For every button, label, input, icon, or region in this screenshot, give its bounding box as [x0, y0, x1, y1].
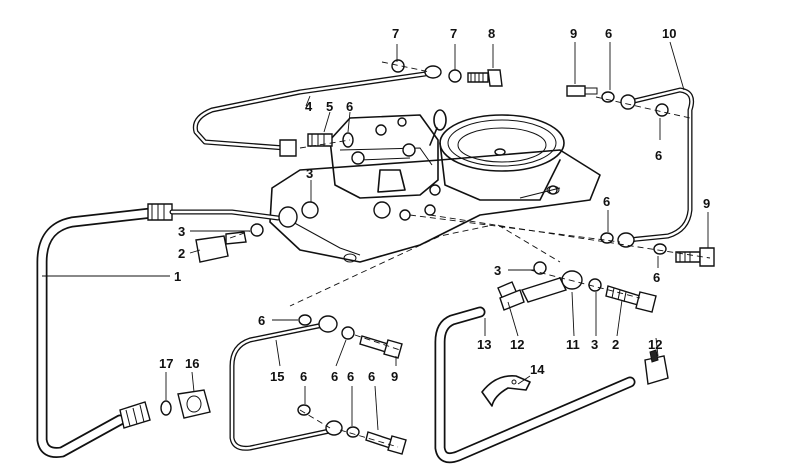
callout-6: 6 — [653, 270, 660, 285]
callout-10: 10 — [662, 26, 676, 41]
throttle-body-assembly — [269, 109, 601, 263]
callout-6: 6 — [655, 148, 662, 163]
callout-14: 14 — [530, 362, 545, 377]
callout-16: 16 — [185, 356, 199, 371]
callout-labels: 7 7 8 9 6 10 4 5 6 6 3 3 2 1 6 9 6 3 6 1… — [159, 26, 710, 384]
callout-6: 6 — [603, 194, 610, 209]
callout-3: 3 — [306, 166, 313, 181]
callout-17: 17 — [159, 356, 173, 371]
callout-2: 2 — [178, 246, 185, 261]
callout-9: 9 — [391, 369, 398, 384]
fuel-line-15 — [229, 314, 407, 455]
callout-6: 6 — [346, 99, 353, 114]
callout-12: 12 — [510, 337, 524, 352]
callout-7: 7 — [392, 26, 399, 41]
callout-15: 15 — [270, 369, 284, 384]
callout-1: 1 — [174, 269, 181, 284]
callout-6: 6 — [331, 369, 338, 384]
callout-6: 6 — [605, 26, 612, 41]
callout-3: 3 — [494, 263, 501, 278]
fuel-hose-1 — [36, 201, 319, 458]
callout-12: 12 — [648, 337, 662, 352]
callout-7: 7 — [450, 26, 457, 41]
clamp-14 — [481, 375, 531, 407]
callout-13: 13 — [477, 337, 491, 352]
fitting-16-17 — [160, 389, 211, 419]
callout-9: 9 — [570, 26, 577, 41]
callout-6: 6 — [300, 369, 307, 384]
callout-2: 2 — [612, 337, 619, 352]
callout-9: 9 — [703, 196, 710, 211]
callout-8: 8 — [488, 26, 495, 41]
callout-3: 3 — [591, 337, 598, 352]
fuel-line-4 — [192, 65, 442, 157]
callout-11: 11 — [566, 337, 580, 352]
fuel-hose-13 — [434, 261, 669, 464]
callout-6: 6 — [368, 369, 375, 384]
callout-6: 6 — [347, 369, 354, 384]
callout-6: 6 — [258, 313, 265, 328]
callout-3: 3 — [178, 224, 185, 239]
banjo-bolt-8-group — [391, 59, 503, 87]
callout-5: 5 — [326, 99, 333, 114]
callout-4: 4 — [305, 99, 313, 114]
fuel-line-10 — [566, 85, 715, 267]
leader-lines — [42, 41, 709, 431]
assembly-lines — [229, 61, 711, 448]
